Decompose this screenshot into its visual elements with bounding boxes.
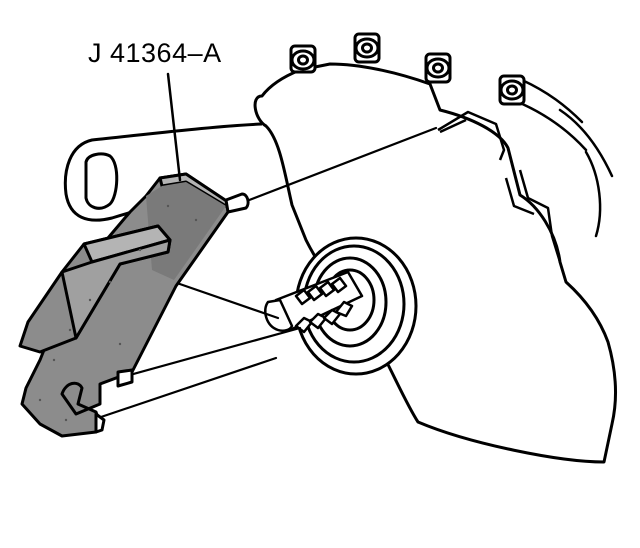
alignment-tool (18, 172, 250, 438)
tool-fork-upper (116, 368, 134, 388)
bolt-2 (353, 32, 381, 64)
tool-part-number-label: J 41364–A (88, 38, 222, 68)
bolt-1 (289, 44, 317, 74)
case-ribs (437, 110, 562, 263)
tool-fork-lower (94, 412, 106, 434)
splined-shaft (264, 270, 364, 334)
tool-pin-tab (224, 192, 250, 214)
alignment-lines (96, 126, 438, 420)
flange-bolts (289, 32, 526, 106)
bolt-4 (498, 74, 526, 106)
bolt-3 (424, 52, 452, 84)
label-leader-line (166, 72, 182, 182)
